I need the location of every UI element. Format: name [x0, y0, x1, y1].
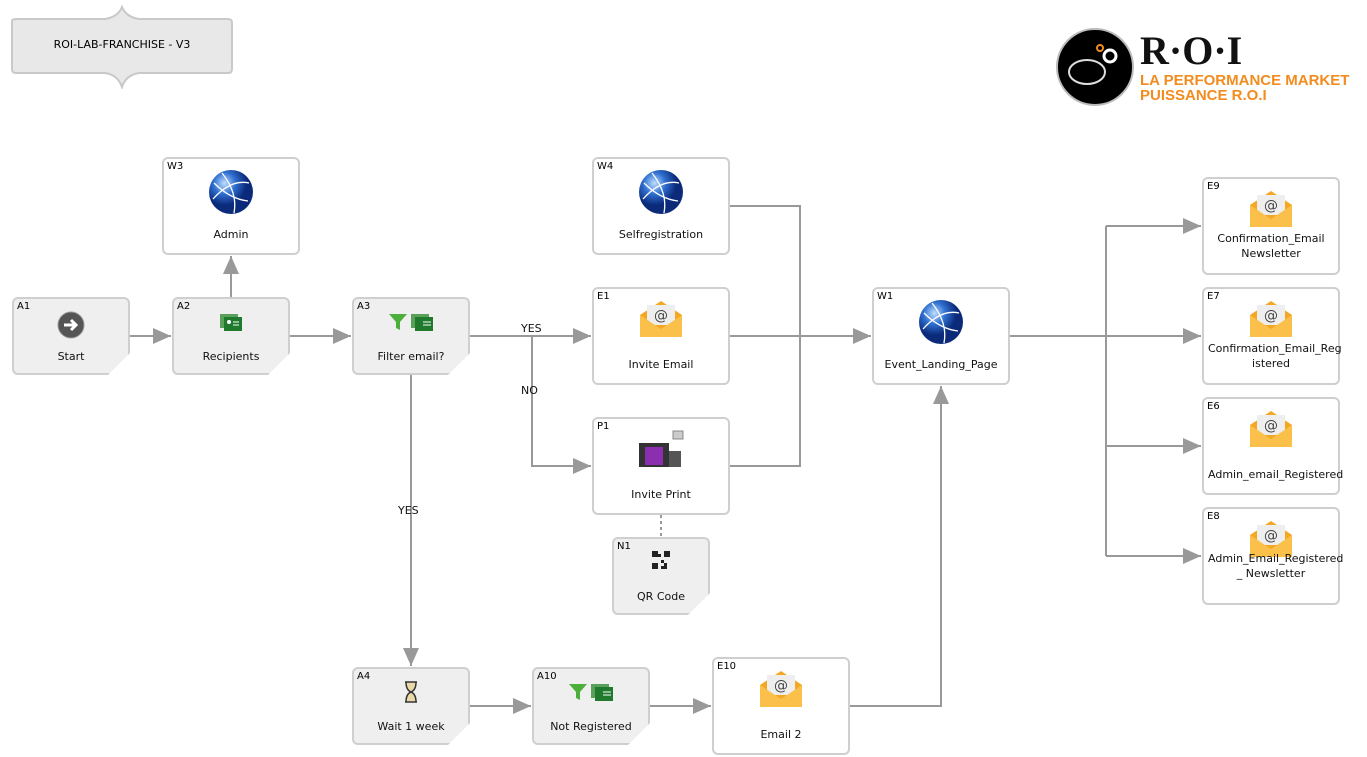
node-id: N1	[617, 541, 631, 552]
node-id: E8	[1207, 511, 1220, 522]
arrow-circle-icon	[57, 311, 85, 343]
node-label: Filter email?	[377, 350, 445, 363]
node-e1[interactable]: E1 @ Invite Email	[592, 287, 730, 385]
node-n1[interactable]: N1 QR Code	[612, 537, 710, 615]
envelope-icon: @	[1248, 189, 1294, 233]
diagram-title: ROI-LAB-FRANCHISE - V3	[53, 38, 191, 51]
edge-label-no: NO	[521, 384, 538, 397]
envelope-icon: @	[758, 669, 804, 713]
envelope-icon: @	[1248, 299, 1294, 343]
svg-text:@: @	[1264, 418, 1278, 434]
node-id: E9	[1207, 181, 1220, 192]
edge-w4-w1	[730, 205, 801, 336]
node-id: A10	[537, 671, 557, 682]
node-label: Admin_Email_Registered _ Newsletter	[1208, 552, 1344, 580]
node-e8[interactable]: E8 @ Admin_Email_Registered _ Newsletter	[1202, 507, 1344, 605]
node-id: A4	[357, 671, 371, 682]
envelope-icon: @	[638, 299, 684, 343]
node-id: E1	[597, 291, 610, 302]
node-label: Invite Print	[631, 488, 691, 501]
roi-lab-logo: R·O·I LA PERFORMANCE MARKETING PUISSANCE…	[1055, 28, 1367, 108]
svg-text:R·O·I: R·O·I	[1140, 28, 1242, 73]
node-label: Not Registered	[550, 720, 632, 733]
node-id: E10	[717, 661, 737, 672]
title-shape	[11, 5, 233, 89]
edge-e10-w1	[850, 386, 949, 707]
node-id: W3	[167, 161, 184, 172]
node-label: Selfregistration	[618, 228, 704, 241]
svg-text:@: @	[774, 678, 788, 694]
node-label: Confirmation_Email Newsletter	[1217, 232, 1325, 260]
globe-icon	[918, 299, 964, 349]
svg-text:LA PERFORMANCE MARKETING: LA PERFORMANCE MARKETING	[1140, 72, 1350, 89]
node-id: E7	[1207, 291, 1220, 302]
node-label: Admin_email_Registered	[1208, 468, 1344, 481]
node-e9[interactable]: E9 @ Confirmation_Email Newsletter	[1202, 177, 1340, 275]
node-id: P1	[597, 421, 610, 432]
node-label: Event_Landing_Page	[884, 358, 998, 371]
node-id: A1	[17, 301, 31, 312]
envelope-icon: @	[1248, 519, 1294, 563]
node-id: A2	[177, 301, 191, 312]
edge-label-yes: YES	[398, 504, 419, 517]
node-label: QR Code	[637, 590, 685, 603]
node-id: W1	[877, 291, 894, 302]
svg-text:PUISSANCE R.O.I: PUISSANCE R.O.I	[1140, 87, 1267, 104]
edge-p1-w1	[730, 336, 801, 467]
recipients-icon	[219, 311, 243, 337]
filter-recipients-icon	[568, 681, 614, 707]
svg-text:@: @	[654, 308, 668, 324]
svg-text:@: @	[1264, 198, 1278, 214]
node-label: Recipients	[202, 350, 260, 363]
node-label: Start	[57, 350, 85, 363]
edge-a3-p1	[531, 336, 591, 474]
globe-icon	[208, 169, 254, 219]
svg-text:@: @	[1264, 528, 1278, 544]
node-label: Admin	[213, 228, 249, 241]
node-label: Email 2	[760, 728, 802, 741]
node-id: W4	[597, 161, 614, 172]
edge-w1-out	[1010, 226, 1107, 556]
envelope-icon: @	[1248, 409, 1294, 453]
node-e10[interactable]: E10 @ Email 2	[712, 657, 850, 755]
node-label: Invite Email	[628, 358, 694, 371]
globe-icon	[638, 169, 684, 219]
svg-text:@: @	[1264, 308, 1278, 324]
node-e6[interactable]: E6 @ Admin_email_Registered	[1202, 397, 1344, 495]
node-label: Wait 1 week	[377, 720, 445, 733]
node-id: A3	[357, 301, 371, 312]
qr-icon	[652, 551, 670, 573]
filter-recipients-icon	[388, 311, 434, 337]
node-id: E6	[1207, 401, 1220, 412]
node-e7[interactable]: E7 @ Confirmation_Email_Reg istered	[1202, 287, 1342, 385]
node-label: Confirmation_Email_Reg istered	[1208, 342, 1342, 370]
edge-label-yes: YES	[521, 322, 542, 335]
printer-icon	[637, 429, 685, 475]
hourglass-icon	[404, 681, 418, 707]
